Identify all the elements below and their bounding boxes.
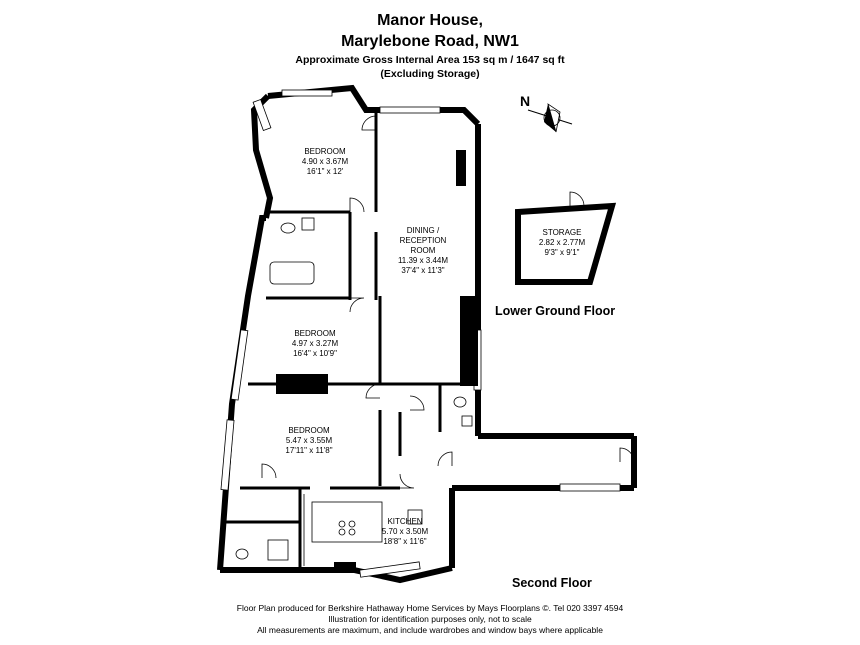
storage-room-walls	[515, 202, 617, 285]
footer-disclaimer: Illustration for identification purposes…	[328, 614, 532, 624]
room-kitchen-metric: 5.70 x 3.50M	[381, 527, 429, 536]
footer-credit: Floor Plan produced for Berkshire Hathaw…	[236, 603, 624, 613]
room-storage-imperial: 9'3" x 9'1"	[544, 248, 580, 257]
room-dining-imperial: 37'4" x 11'3"	[401, 266, 445, 275]
room-storage-metric: 2.82 x 2.77M	[538, 238, 586, 247]
floor-label-lower-ground: Lower Ground Floor	[495, 304, 616, 318]
fixtures	[235, 217, 473, 566]
room-kitchen-name: KITCHEN	[387, 517, 423, 526]
room-dining-name-1: DINING /	[406, 226, 440, 235]
room-bedroom-2-imperial: 16'4" x 10'9"	[293, 349, 337, 358]
room-kitchen: KITCHEN 5.70 x 3.50M 18'8" x 11'6"	[370, 517, 440, 547]
room-kitchen-imperial: 18'8" x 11'6"	[383, 537, 427, 546]
solid-blocks	[276, 150, 478, 572]
room-dining-name-3: ROOM	[410, 246, 436, 255]
room-bedroom-3-imperial: 17'11" x 11'8"	[285, 446, 333, 455]
plan-title-line2: Marylebone Road, NW1	[341, 33, 519, 50]
compass-icon	[527, 103, 573, 133]
room-bedroom-1: BEDROOM 4.90 x 3.67M 16'1" x 12'	[290, 147, 360, 177]
room-dining-reception: DINING / RECEPTION ROOM 11.39 x 3.44M 37…	[388, 226, 458, 276]
room-bedroom-2: BEDROOM 4.97 x 3.27M 16'4" x 10'9"	[280, 329, 350, 359]
room-bedroom-3: BEDROOM 5.47 x 3.55M 17'11" x 11'8"	[274, 426, 344, 456]
room-dining-metric: 11.39 x 3.44M	[397, 256, 449, 265]
compass-label: N	[520, 93, 530, 109]
floor-label-second: Second Floor	[512, 576, 592, 590]
plan-title-line1: Manor House,	[377, 12, 483, 29]
room-dining-name-2: RECEPTION	[399, 236, 447, 245]
windows	[220, 89, 621, 578]
room-bedroom-1-name: BEDROOM	[304, 147, 346, 156]
room-bedroom-2-name: BEDROOM	[294, 329, 336, 338]
room-bedroom-2-metric: 4.97 x 3.27M	[291, 339, 339, 348]
door-arcs	[261, 115, 635, 489]
room-bedroom-1-imperial: 16'1" x 12'	[306, 167, 344, 176]
gross-area-text: Approximate Gross Internal Area 153 sq m…	[295, 54, 565, 66]
room-bedroom-3-name: BEDROOM	[288, 426, 330, 435]
room-storage-name: STORAGE	[542, 228, 582, 237]
room-bedroom-3-metric: 5.47 x 3.55M	[285, 436, 333, 445]
footer-measurement-note: All measurements are maximum, and includ…	[257, 625, 603, 635]
room-storage: STORAGE 2.82 x 2.77M 9'3" x 9'1"	[527, 228, 597, 258]
room-bedroom-1-metric: 4.90 x 3.67M	[301, 157, 349, 166]
storage-note: (Excluding Storage)	[380, 68, 480, 80]
